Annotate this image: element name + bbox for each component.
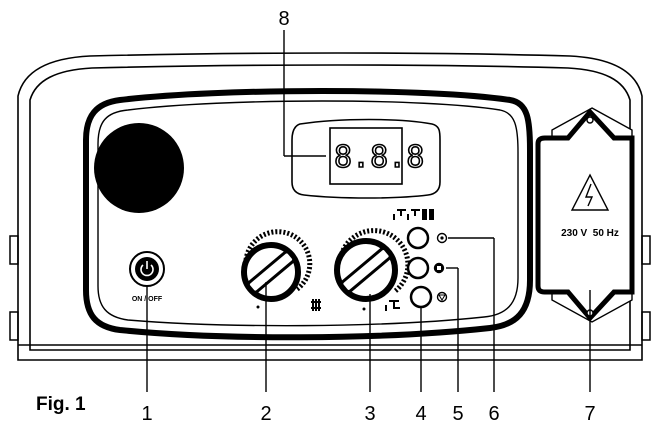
button-chimney-sweep[interactable] — [409, 285, 433, 309]
callout-3: 3 — [364, 403, 375, 425]
callout-4: 4 — [415, 403, 426, 425]
tap-radiator-mode-icon — [393, 209, 434, 220]
leader-lines — [146, 30, 591, 392]
callout-7: 7 — [584, 403, 595, 425]
callout-6: 6 — [488, 403, 499, 425]
indicator-led-flame — [436, 232, 448, 244]
callout-2: 2 — [260, 403, 271, 425]
high-voltage-warning-icon — [570, 173, 610, 211]
hot-water-temperature-knob[interactable] — [334, 228, 411, 311]
power-button[interactable] — [129, 251, 165, 287]
callout-5: 5 — [452, 403, 463, 425]
heating-temperature-knob[interactable] — [241, 229, 313, 309]
boiler-casing — [17, 52, 643, 361]
callout-1: 1 — [141, 403, 152, 425]
callout-8: 8 — [278, 8, 289, 30]
electrical-connection-cover: 230 V 50 Hz — [535, 107, 635, 323]
figure-caption: Fig. 1 — [36, 394, 86, 415]
button-mode[interactable] — [406, 256, 430, 280]
pressure-gauge-window — [94, 123, 184, 213]
indicator-led-pressure — [436, 291, 448, 303]
radiator-icon — [311, 299, 321, 311]
digital-display: 8.8.8 — [291, 118, 441, 199]
button-reset[interactable] — [406, 226, 430, 250]
voltage-label: 230 V 50 Hz — [561, 228, 619, 239]
control-fascia — [83, 88, 533, 341]
side-tabs — [9, 235, 651, 341]
power-icon — [140, 261, 154, 277]
tap-icon — [385, 300, 400, 311]
indicator-led-fault — [433, 262, 445, 274]
display-digits: 8.8.8 — [334, 140, 424, 175]
